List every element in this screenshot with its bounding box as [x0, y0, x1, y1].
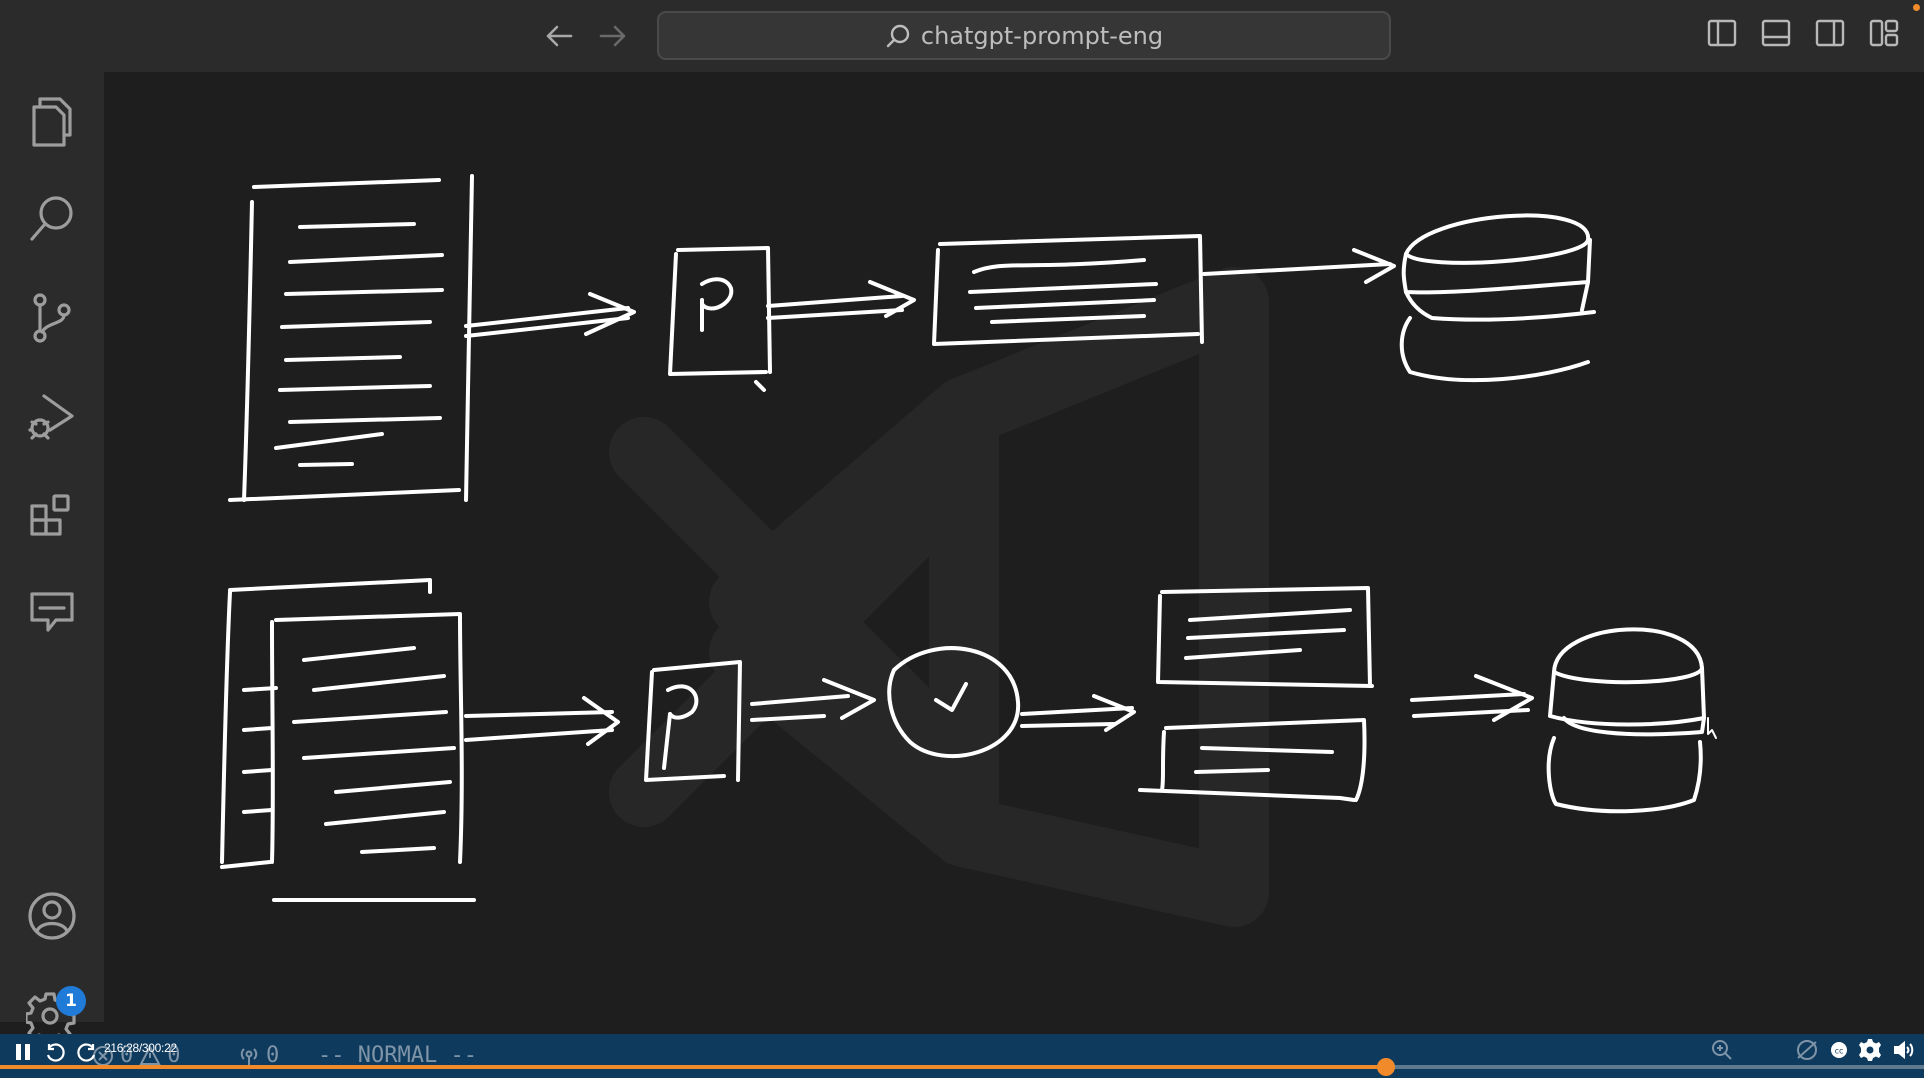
output-rects-sketch: [1138, 586, 1374, 802]
svg-text:cc: cc: [1835, 1047, 1844, 1056]
prompt-box-sketch: [644, 660, 742, 782]
back-button[interactable]: [539, 18, 579, 54]
toggle-secondary-sidebar-icon[interactable]: [1814, 18, 1846, 48]
ports-count: 0: [266, 1043, 280, 1068]
problems-indicator[interactable]: 0 0: [92, 1043, 181, 1068]
clock-sketch: [887, 646, 1021, 758]
document-sketch-top: [228, 174, 474, 502]
notification-dot: [1913, 4, 1920, 11]
prompt-box-sketch: [668, 246, 772, 392]
broadcast-icon: [240, 1047, 258, 1065]
command-center-search[interactable]: chatgpt-prompt-eng: [657, 11, 1391, 60]
arrow-right-icon: [599, 25, 626, 47]
whiteboard-drawing: [220, 174, 1717, 927]
customize-layout-icon[interactable]: [1868, 18, 1900, 48]
run-debug-button[interactable]: [20, 384, 84, 448]
arrow-sketch: [464, 292, 636, 338]
forward-skip-icon[interactable]: [76, 1042, 98, 1064]
output-rect-sketch: [932, 234, 1204, 346]
database-sketch-top: [1399, 213, 1596, 383]
accounts-button[interactable]: [20, 884, 84, 948]
closed-captions-icon[interactable]: cc: [1830, 1041, 1848, 1059]
video-player-controls: [0, 1034, 1924, 1078]
search-button[interactable]: [20, 187, 84, 251]
documents-stack-sketch: [220, 578, 476, 902]
status-bar: 0 0 0 -- NORMAL --: [0, 1034, 1924, 1078]
progress-thumb[interactable]: [1377, 1058, 1396, 1076]
title-bar: chatgpt-prompt-eng: [0, 0, 1924, 72]
arrow-left-icon: [546, 25, 573, 47]
chat-icon: [30, 592, 74, 632]
vscode-watermark-logo: [609, 267, 1269, 927]
source-control-icon: [33, 293, 71, 343]
toggle-panel-icon[interactable]: [1760, 18, 1792, 48]
zoom-in-icon[interactable]: [1710, 1038, 1734, 1062]
time-display: 216:28/300:22: [104, 1041, 177, 1055]
search-icon: [886, 24, 910, 47]
vim-mode: -- NORMAL --: [318, 1043, 477, 1068]
rewind-icon[interactable]: [44, 1042, 66, 1064]
explorer-button[interactable]: [20, 89, 84, 153]
activity-bar: [0, 72, 104, 1044]
settings-icon[interactable]: [1858, 1038, 1882, 1062]
arrow-sketch: [464, 696, 620, 746]
error-count: 0: [120, 1043, 134, 1068]
warning-count: 0: [167, 1043, 181, 1068]
run-debug-icon: [28, 394, 74, 440]
extensions-icon: [30, 494, 70, 536]
volume-icon[interactable]: [1892, 1038, 1916, 1062]
arrow-sketch: [1202, 248, 1396, 284]
toggle-primary-sidebar-icon[interactable]: [1706, 18, 1738, 48]
search-icon: [30, 196, 73, 241]
arrow-sketch: [1410, 674, 1534, 722]
database-sketch-bottom: [1546, 627, 1706, 814]
arrow-sketch: [750, 678, 876, 722]
editor-area: [104, 72, 1924, 1022]
settings-update-badge: 1: [56, 986, 86, 1016]
mouse-cursor-icon: [1707, 717, 1717, 739]
source-control-button[interactable]: [20, 286, 84, 350]
copilot-icon[interactable]: [1794, 1038, 1820, 1062]
progress-bar[interactable]: [0, 1058, 1924, 1076]
pause-icon[interactable]: [14, 1042, 32, 1062]
chat-button[interactable]: [20, 580, 84, 644]
workspace-name: chatgpt-prompt-eng: [920, 21, 1164, 50]
files-icon: [32, 97, 72, 147]
extensions-button[interactable]: [20, 484, 84, 548]
ports-indicator[interactable]: 0: [238, 1043, 279, 1068]
arrow-sketch: [766, 280, 916, 320]
progress-fill: [0, 1065, 1387, 1069]
warning-icon: [139, 1044, 161, 1065]
account-icon: [28, 892, 76, 940]
arrow-sketch: [1020, 694, 1136, 732]
forward-button[interactable]: [593, 18, 633, 54]
